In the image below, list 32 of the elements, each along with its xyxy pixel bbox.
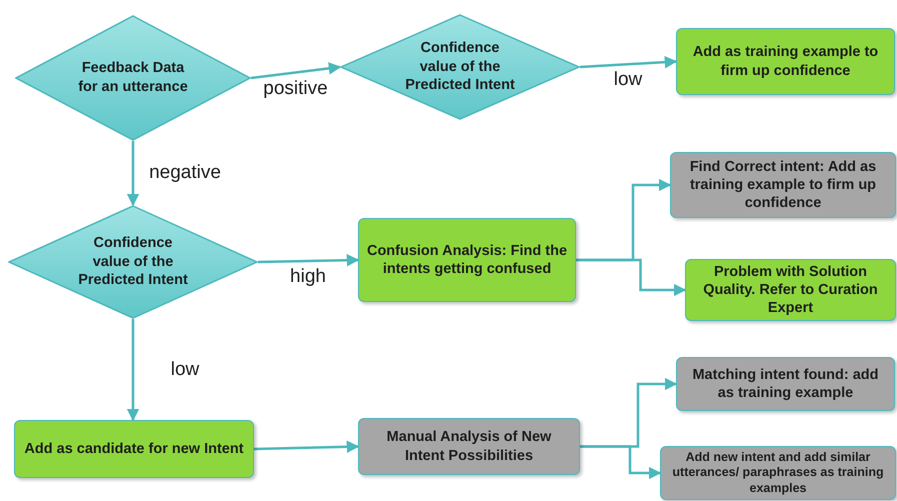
box-text: Add as candidate for new Intent — [24, 440, 244, 458]
arrow — [126, 319, 140, 422]
process-box — [676, 28, 895, 95]
diamond-text: Confidence value of the Predicted Intent — [78, 234, 188, 290]
diamond-text: Confidence value of the Predicted Intent — [405, 38, 515, 96]
edge-label: high — [288, 266, 328, 288]
diamond-text: Feedback Data for an utterance — [78, 59, 188, 97]
decision-diamond — [15, 15, 251, 141]
edge-label: negative — [147, 162, 223, 184]
arrow — [580, 445, 662, 480]
decision-diamond — [340, 14, 580, 120]
process-box — [14, 420, 254, 478]
box-text: Find Correct intent: Add as training example to firm up confidence — [688, 158, 878, 212]
arrow — [258, 254, 360, 266]
arrow — [580, 56, 678, 68]
decision-diamond — [8, 205, 258, 319]
box-text: Add new intent and add similar utterances/ paraphrases as training examples — [671, 450, 885, 496]
box-text: Add as training example to firm up confidence — [692, 43, 880, 80]
box-text: Problem with Solution Quality. Refer to Curation Expert — [702, 262, 879, 318]
arrow — [254, 440, 360, 454]
arrow — [250, 62, 342, 80]
arrow — [576, 258, 686, 296]
process-box — [685, 259, 896, 321]
process-box — [660, 446, 896, 500]
process-box — [358, 418, 580, 475]
arrow — [126, 141, 140, 206]
box-text: Manual Analysis of New Intent Possibilities — [386, 428, 552, 465]
process-box — [676, 357, 895, 411]
box-text: Matching intent found: add as training example — [691, 366, 880, 402]
process-box — [670, 152, 896, 218]
process-box — [358, 218, 576, 302]
box-text: Confusion Analysis: Find the intents getting confused — [366, 242, 568, 278]
